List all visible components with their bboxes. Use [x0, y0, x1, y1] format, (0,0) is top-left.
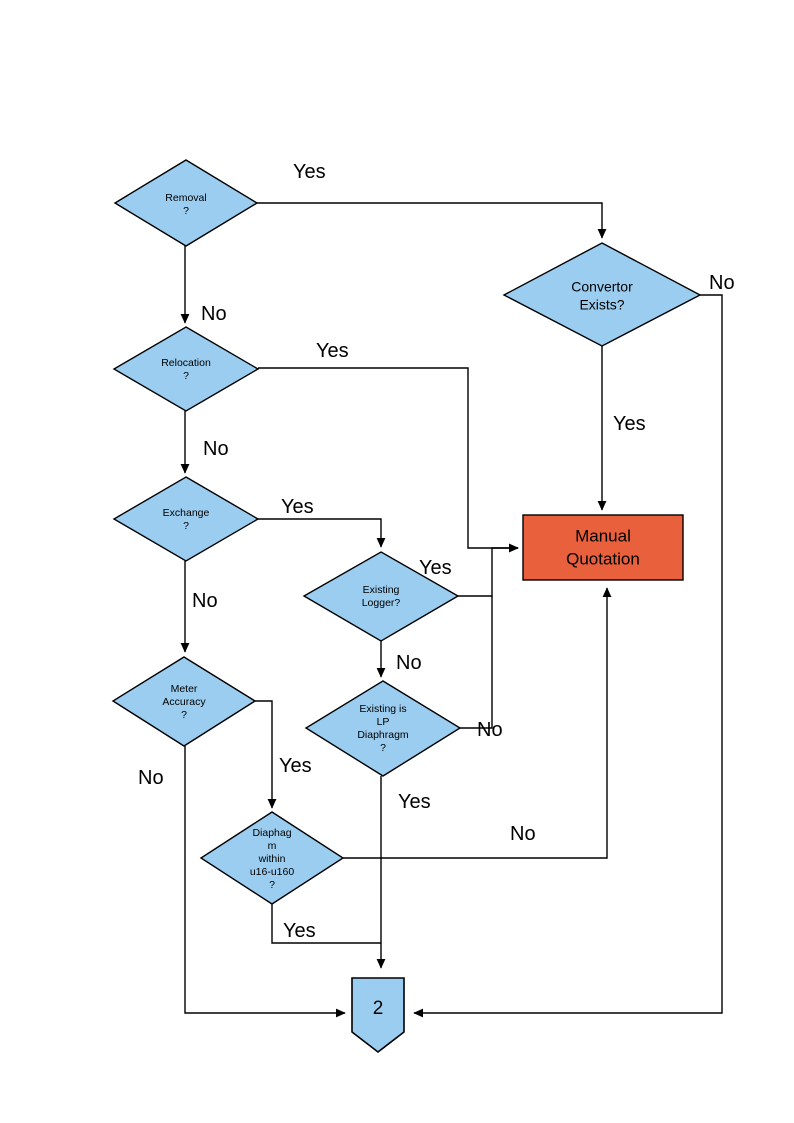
node-relocation-label-line1: Relocation	[161, 357, 211, 369]
edge-label-diaphagm-no: No	[510, 823, 536, 845]
edge-label-removal-yes: Yes	[293, 161, 326, 183]
edge-label-existing-lp-no: No	[477, 719, 503, 741]
edge-label-exchange-yes: Yes	[281, 496, 314, 518]
node-manual-quotation[interactable]: Manual Quotation	[522, 514, 684, 581]
edge-label-meter-accuracy-yes: Yes	[279, 755, 312, 777]
node-exchange-label-line2: ?	[183, 520, 189, 532]
node-existing-lp-label-line1: Existing is	[359, 703, 406, 715]
node-diaphagm-label-line2: m	[268, 840, 277, 852]
node-exchange[interactable]: Exchange ?	[112, 476, 260, 562]
edge-diaphagm-no	[343, 587, 612, 859]
edge-meter-accuracy-no	[184, 746, 346, 1018]
edge-existing-logger-yes	[458, 543, 519, 597]
edge-label-relocation-no: No	[203, 438, 229, 460]
edge-label-diaphagm-yes: Yes	[283, 920, 316, 942]
node-convertor-label-line2: Exists?	[579, 297, 624, 313]
edge-label-exchange-no: No	[192, 590, 218, 612]
node-existing-lp-label-line3: Diaphragm	[357, 729, 409, 741]
node-convertor-exists[interactable]: Convertor Exists?	[502, 242, 702, 347]
node-exchange-label-line1: Exchange	[163, 507, 210, 519]
node-existing-lp-label-line4: ?	[380, 742, 386, 754]
node-relocation-label-line2: ?	[183, 370, 189, 382]
node-removal-label-line2: ?	[183, 205, 189, 217]
edge-label-removal-no: No	[201, 303, 227, 325]
node-convertor-label-line1: Convertor	[571, 279, 633, 295]
node-diaphagm-label-line5: ?	[269, 879, 275, 891]
edge-label-convertor-yes: Yes	[613, 413, 646, 435]
node-removal-label-line1: Removal	[165, 192, 206, 204]
edge-label-existing-logger-yes: Yes	[419, 557, 452, 579]
edge-label-existing-lp-yes: Yes	[398, 791, 431, 813]
edge-existing-lp-no	[460, 596, 493, 729]
node-diaphagm-range[interactable]: Diaphag m within u16-u160 ?	[199, 811, 345, 905]
node-existing-logger[interactable]: Existing Logger?	[302, 551, 460, 642]
node-meter-accuracy[interactable]: Meter Accuracy ?	[111, 656, 257, 747]
node-meter-accuracy-label-line1: Meter	[171, 683, 198, 695]
node-removal[interactable]: Removal ?	[113, 159, 259, 247]
edge-diaphagm-yes	[271, 904, 381, 944]
node-relocation[interactable]: Relocation ?	[112, 326, 260, 412]
edge-convertor-no	[413, 294, 723, 1018]
node-existing-lp-label-line2: LP	[377, 716, 390, 728]
edge-label-meter-accuracy-no: No	[138, 767, 164, 789]
edge-meter-accuracy-yes	[255, 700, 277, 809]
node-diaphagm-label-line4: u16-u160	[250, 866, 295, 878]
edge-label-convertor-no: No	[709, 272, 735, 294]
edge-removal-yes	[257, 202, 607, 239]
edge-label-relocation-yes: Yes	[316, 340, 349, 362]
edge-exchange-yes	[258, 518, 386, 548]
node-existing-lp-diaphragm[interactable]: Existing is LP Diaphragm ?	[304, 680, 462, 777]
node-diaphagm-label-line3: within	[258, 853, 286, 865]
node-connector-two-label: 2	[373, 998, 384, 1019]
node-connector-two[interactable]: 2	[351, 977, 405, 1054]
node-manual-quotation-label-line2: Quotation	[566, 549, 640, 568]
node-diaphagm-label-line1: Diaphag	[252, 827, 291, 839]
edge-relocation-yes	[258, 367, 519, 553]
node-existing-logger-label-line2: Logger?	[362, 597, 401, 609]
node-meter-accuracy-label-line2: Accuracy	[162, 696, 206, 708]
edge-label-existing-logger-no: No	[396, 652, 422, 674]
node-meter-accuracy-label-line3: ?	[181, 709, 187, 721]
node-existing-logger-label-line1: Existing	[363, 584, 400, 596]
node-manual-quotation-label-line1: Manual	[575, 526, 631, 545]
